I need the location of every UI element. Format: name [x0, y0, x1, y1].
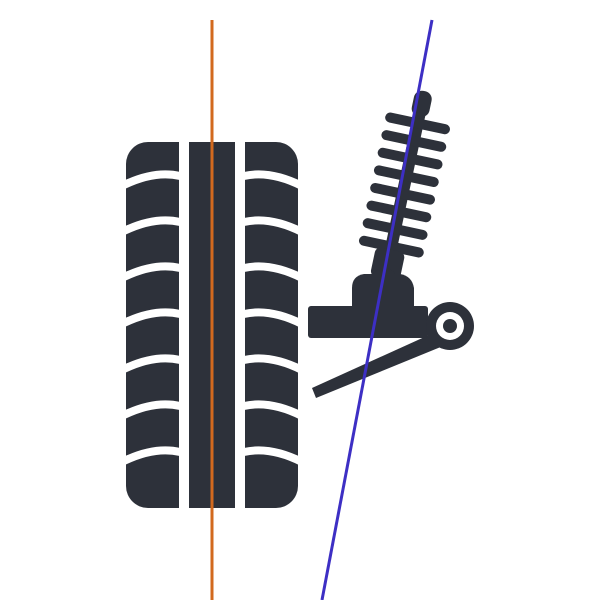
tire-tread-cuts-right: [243, 170, 304, 466]
steering-axis-line: [320, 19, 434, 600]
tire-groove-right: [235, 140, 245, 510]
control-arm-icon: [312, 302, 474, 398]
steering-knuckle-icon: [308, 274, 428, 338]
tire-tread-cuts-left: [120, 170, 181, 466]
knuckle-plate: [308, 306, 428, 338]
control-arm-link: [312, 330, 448, 398]
tire-groove-left: [179, 140, 189, 510]
knuckle-bracket: [352, 274, 414, 300]
spring-coils: [358, 112, 450, 258]
coil-spring-shock-icon: [358, 90, 450, 294]
